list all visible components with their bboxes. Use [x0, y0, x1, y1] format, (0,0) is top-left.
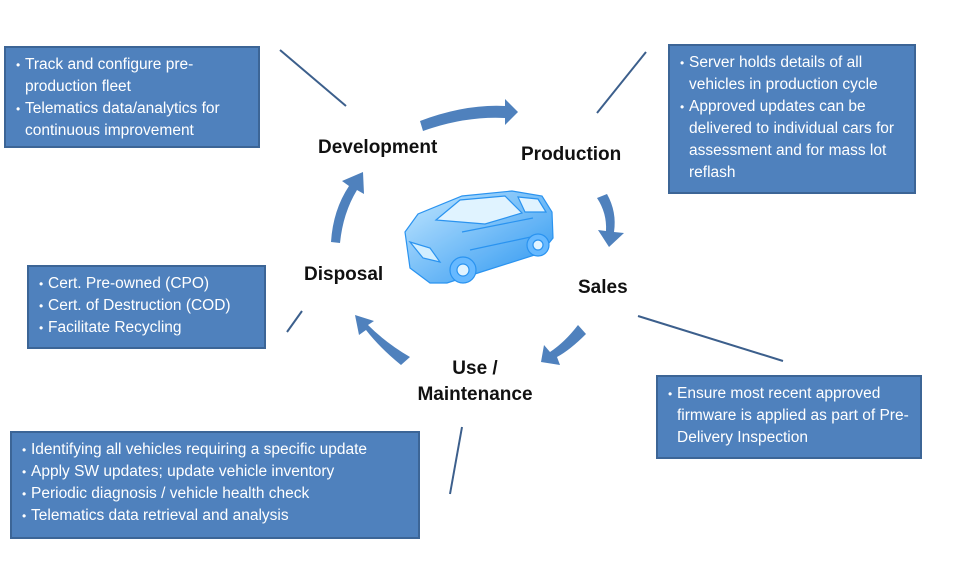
disposal-bullet: Cert. of Destruction (COD): [39, 295, 256, 317]
arrow-use-to-disposal: [355, 315, 410, 365]
stage-use-line1: Use /: [452, 358, 498, 379]
stage-sales: Sales: [578, 277, 628, 298]
connector-sales: [637, 315, 784, 362]
use-bullet: Telematics data retrieval and analysis: [22, 505, 410, 527]
use-bullet: Periodic diagnosis / vehicle health chec…: [22, 483, 410, 505]
stage-production: Production: [521, 144, 622, 165]
production-bullet: Approved updates can be delivered to ind…: [680, 96, 906, 184]
car-wireframe-icon: [404, 190, 554, 284]
production-bullet: Server holds details of all vehicles in …: [680, 52, 906, 96]
stage-disposal: Disposal: [304, 264, 384, 285]
connector-production: [596, 51, 647, 114]
development-bullet: Telematics data/analytics for continuous…: [16, 98, 250, 142]
connector-development: [279, 49, 347, 107]
use-maintenance-info-box: Identifying all vehicles requiring a spe…: [10, 431, 420, 539]
production-info-box: Server holds details of all vehicles in …: [668, 44, 916, 194]
use-bullet: Apply SW updates; update vehicle invento…: [22, 461, 410, 483]
arrow-production-to-sales: [597, 194, 624, 247]
arrow-sales-to-use: [541, 325, 586, 365]
disposal-info-box: Cert. Pre-owned (CPO) Cert. of Destructi…: [27, 265, 266, 349]
stage-development: Development: [318, 137, 438, 158]
disposal-bullet: Cert. Pre-owned (CPO): [39, 273, 256, 295]
disposal-bullet: Facilitate Recycling: [39, 317, 256, 339]
stage-use-line2: Maintenance: [417, 384, 533, 405]
arrow-development-to-production: [420, 99, 518, 131]
development-bullet: Track and configure pre-production fleet: [16, 54, 250, 98]
connector-use: [449, 426, 463, 495]
stage-use-maintenance: Use / Maintenance: [405, 356, 545, 408]
development-info-box: Track and configure pre-production fleet…: [4, 46, 260, 148]
sales-info-box: Ensure most recent approved firmware is …: [656, 375, 922, 459]
connector-disposal: [286, 310, 303, 333]
sales-bullet: Ensure most recent approved firmware is …: [668, 383, 912, 449]
use-bullet: Identifying all vehicles requiring a spe…: [22, 439, 410, 461]
arrow-disposal-to-development: [331, 172, 364, 243]
